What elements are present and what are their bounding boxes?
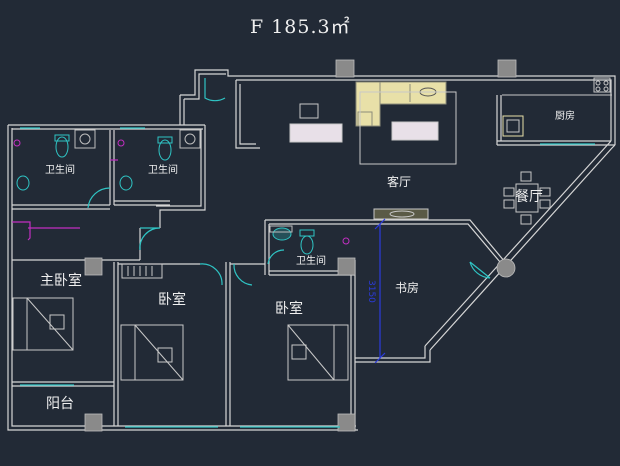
interior-walls <box>12 130 355 426</box>
bed-master <box>12 297 74 351</box>
living-furniture <box>289 91 457 165</box>
wardrobe <box>121 263 163 279</box>
plan-title: F 185.3㎡ <box>250 16 351 38</box>
room-label-bath-3: 卫生间 <box>296 256 326 267</box>
room-label-dining: 餐厅 <box>515 189 543 205</box>
dining-set <box>503 171 551 225</box>
room-label-master-bedroom: 主卧室 <box>40 273 82 289</box>
study-desk <box>373 208 429 220</box>
columns <box>84 59 517 432</box>
room-label-bedroom-b: 卧室 <box>275 301 303 317</box>
partitions <box>12 159 118 241</box>
room-label-bedroom-a: 卧室 <box>158 292 186 308</box>
room-label-kitchen: 厨房 <box>555 111 575 122</box>
room-label-balcony: 阳台 <box>46 396 74 412</box>
bath-fixtures-2 <box>117 129 201 191</box>
bed-b <box>287 324 349 381</box>
room-label-study: 书房 <box>395 281 420 295</box>
room-label-living: 客厅 <box>387 175 412 189</box>
exterior-walls <box>7 69 616 431</box>
dimension-line <box>374 218 386 364</box>
bed-a <box>120 324 184 381</box>
bath-fixtures-1 <box>13 129 96 191</box>
room-label-bath-1: 卫生间 <box>45 165 75 176</box>
windows <box>20 127 595 428</box>
dimension-text: 3150 <box>366 280 376 303</box>
bath-fixtures-3 <box>269 225 350 255</box>
room-label-bath-2: 卫生间 <box>148 165 178 176</box>
doors <box>87 78 491 286</box>
kitchen-counter <box>502 77 612 137</box>
